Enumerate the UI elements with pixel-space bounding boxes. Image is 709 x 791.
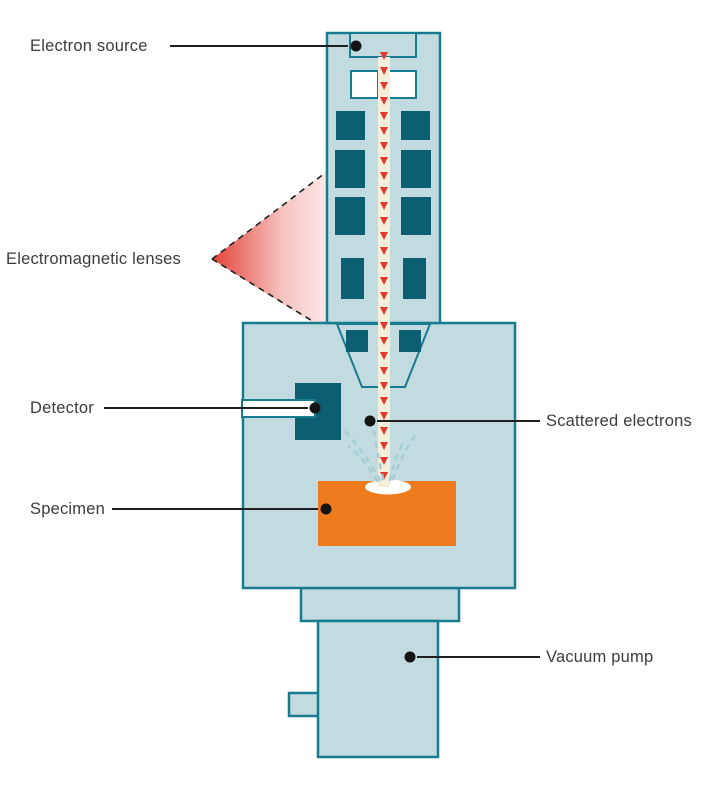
lens-cone-fill <box>212 151 354 349</box>
lens-block <box>341 258 364 299</box>
lens-block <box>401 150 431 188</box>
electron-column <box>325 31 442 325</box>
scatter-trail <box>372 428 385 481</box>
label-detector: Detector <box>30 399 94 417</box>
vacuum-pump-assembly <box>287 586 461 759</box>
scatter-trail <box>347 445 379 483</box>
electromagnetic-lens-blocks <box>335 111 431 299</box>
anode-right <box>388 70 417 99</box>
pointer-dot-detector <box>309 402 321 414</box>
pointer-dot-electron-source <box>350 40 362 52</box>
lens-block <box>401 111 430 140</box>
scatter-trail <box>340 426 382 482</box>
lens-block <box>335 150 365 188</box>
lens-block <box>401 197 431 235</box>
lens-block <box>336 111 365 140</box>
specimen-stage <box>318 479 456 546</box>
pointer-dot-vacuum-pump <box>404 651 416 663</box>
pointer-dot-specimen <box>320 503 332 515</box>
beam-arrows <box>377 50 391 484</box>
pointer-dot-scattered-electrons <box>364 415 376 427</box>
label-scattered-electrons: Scattered electrons <box>546 412 692 430</box>
lens-block <box>403 258 426 299</box>
label-electromagnetic-lenses: Electromagnetic lenses <box>6 250 181 268</box>
scattered-electron-trails <box>340 426 419 483</box>
leader-lines <box>104 45 540 658</box>
pump-neck <box>299 586 461 623</box>
label-electron-source: Electron source <box>30 37 148 55</box>
pump-side-nub <box>287 691 321 718</box>
electron-beam <box>377 50 391 487</box>
lens-block <box>399 330 421 352</box>
lens-block <box>335 197 365 235</box>
anode-left <box>350 70 379 99</box>
scatter-trail <box>388 439 406 482</box>
pointer-dots <box>309 40 416 663</box>
label-specimen: Specimen <box>30 500 105 518</box>
label-vacuum-pump: Vacuum pump <box>546 648 654 666</box>
scatter-trail <box>391 430 419 481</box>
lens-block <box>346 330 368 352</box>
pump-body <box>316 619 440 759</box>
